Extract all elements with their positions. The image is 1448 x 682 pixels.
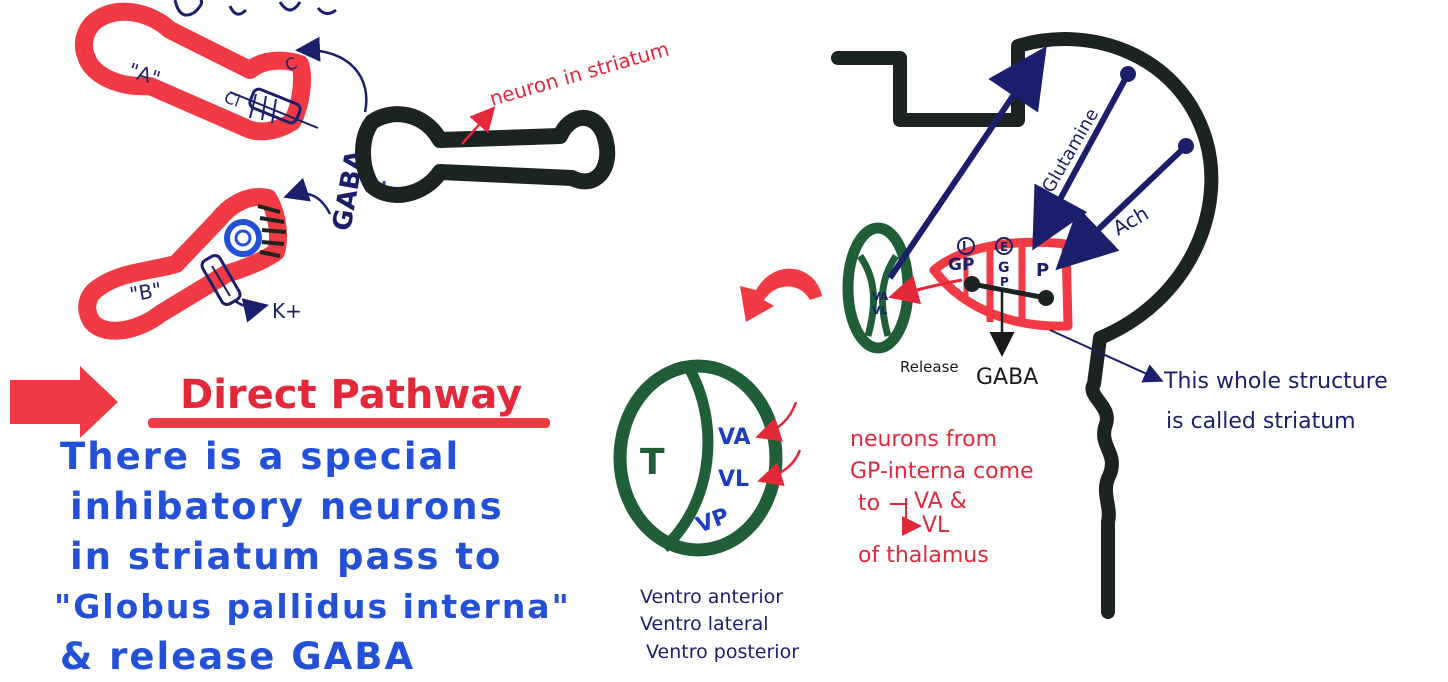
release-gaba-label: GABA	[976, 365, 1038, 390]
caption-vp: Ventro posterior	[646, 641, 799, 663]
structure-note-line-2: is called striatum	[1166, 409, 1356, 434]
direct-pathway-title: Direct Pathway	[180, 372, 522, 418]
thalamus-diagram: T VA VL VP	[620, 366, 776, 550]
striatal-neuron-label: neuron in striatum	[487, 37, 672, 111]
nucleus-b	[227, 222, 259, 254]
release-label: Release	[900, 358, 959, 376]
structure-note-line-1: This whole structure	[1163, 369, 1388, 394]
pathway-line-5: & release GABA	[60, 632, 571, 682]
pathway-line-1: There is a special	[60, 432, 571, 482]
projection-note-line-6: of thalamus	[858, 543, 989, 568]
projection-note-line-2: GP-interna come	[850, 459, 1034, 484]
thalamus-center-label: T	[640, 442, 665, 483]
gp-connection	[972, 284, 1046, 298]
zoom-arrow	[740, 269, 822, 322]
direct-pathway-text: There is a special inhibatory neurons in…	[60, 432, 571, 682]
projection-note-vl: VL	[922, 513, 950, 538]
projection-note-to: to	[858, 491, 880, 516]
nucleus-vl-label: VL	[718, 467, 749, 492]
projection-note-va: VA &	[914, 489, 967, 514]
gp-label: GP	[948, 255, 974, 275]
putamen-label: P	[1036, 260, 1049, 281]
nucleus-va-label: VA	[718, 425, 751, 450]
projection-note-line-1: neurons from	[850, 427, 997, 452]
pathway-line-2: inhibatory neurons	[60, 482, 571, 532]
caption-vl: Ventro lateral	[640, 613, 769, 635]
pathway-line-3: in striatum pass to	[60, 532, 571, 582]
ach-label: Ach	[1109, 201, 1153, 240]
gpe-label-p: P	[1000, 275, 1009, 289]
potassium-label: K+	[272, 299, 302, 323]
projection-branch-arrow	[890, 498, 906, 504]
top-edge-scribble	[175, 0, 336, 15]
striatal-neuron	[363, 114, 607, 195]
chloride-label: Cl	[222, 88, 243, 111]
pathway-line-4: "Globus pallidus interna"	[54, 582, 571, 632]
neuron-b-label: "B"	[128, 277, 164, 306]
k-efflux-arrow	[234, 300, 264, 307]
gpe-sign: E	[1000, 240, 1008, 254]
small-thalamus: VA VL	[848, 228, 908, 348]
small-va-label: VA	[872, 290, 889, 303]
title-underline	[148, 418, 550, 428]
pathway-arrow	[10, 366, 118, 438]
gaba-to-b-arrow	[288, 193, 330, 214]
gpi-sign: I	[962, 239, 966, 253]
small-vl-label: VL	[872, 304, 888, 317]
caption-va: Ventro anterior	[640, 586, 783, 608]
neuron-a: "A" Cl	[84, 12, 318, 132]
neuron-b: "B"	[87, 197, 286, 331]
gpe-label-g: G	[998, 260, 1010, 276]
